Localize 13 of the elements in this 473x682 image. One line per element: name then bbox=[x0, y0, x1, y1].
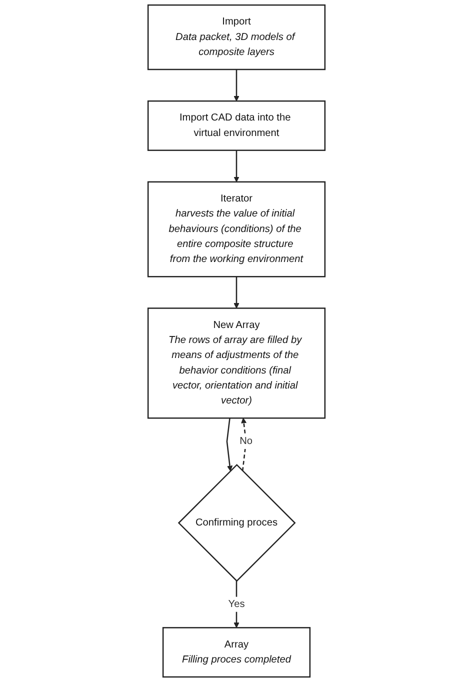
node-box: Iterator harvests the value of initial behaviours (conditions) of the entire composite structure from the working environment bbox=[147, 181, 326, 278]
arrow bbox=[226, 418, 233, 472]
edge-label: No bbox=[240, 436, 253, 447]
arrow bbox=[234, 69, 240, 102]
node-box: Import Data packet, 3D models of composite layers bbox=[147, 4, 326, 70]
arrow bbox=[234, 150, 240, 182]
node-box: Array Filling proces completed bbox=[162, 627, 311, 678]
node-diamond: Confirming proces bbox=[178, 464, 296, 582]
node-box: Import CAD data into the virtual environment bbox=[147, 100, 326, 151]
node-box: New Array The rows of array are filled by means of adjustments of the behavior conditions (final vector, orientation and initial vector) bbox=[147, 308, 326, 419]
arrow bbox=[234, 580, 240, 628]
edge-label: Yes bbox=[228, 598, 245, 610]
arrow bbox=[234, 276, 240, 308]
